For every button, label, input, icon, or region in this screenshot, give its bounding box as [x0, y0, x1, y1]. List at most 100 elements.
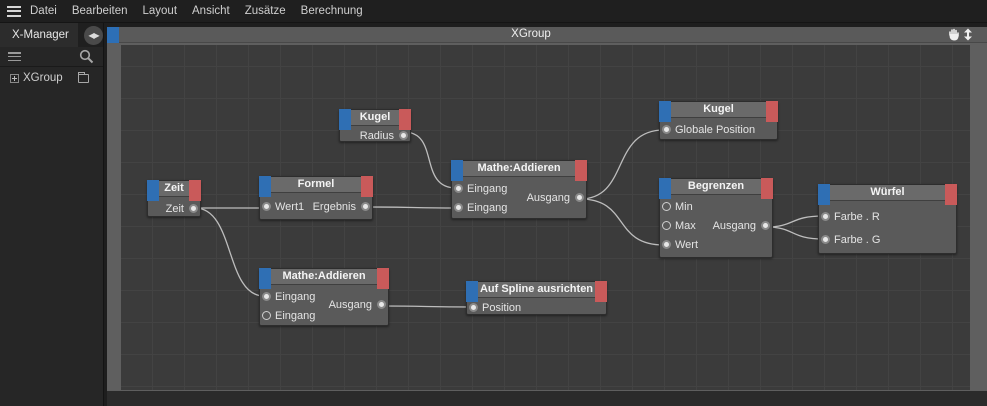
node-mathe-addieren-2[interactable]: Mathe:Addieren Eingang Eingang Ausgang [259, 268, 389, 326]
output-port[interactable] [361, 202, 370, 211]
menu-layout[interactable]: Layout [142, 5, 178, 17]
port-label: Radius [359, 129, 394, 142]
output-port-tab[interactable] [377, 268, 389, 289]
node-header[interactable]: Würfel [818, 184, 957, 205]
input-port[interactable] [821, 212, 830, 221]
output-port[interactable] [189, 204, 198, 213]
node-header[interactable]: Mathe:Addieren [451, 160, 587, 181]
menu-berechnung[interactable]: Berechnung [300, 5, 363, 17]
input-port-tab[interactable] [259, 176, 271, 197]
panel-toolbar [0, 47, 103, 67]
input-port[interactable] [262, 292, 271, 301]
panel-menu-icon[interactable] [8, 52, 21, 61]
output-port[interactable] [761, 221, 770, 230]
output-port-tab[interactable] [399, 109, 411, 130]
x-manager-panel: X-Manager ◀▶ XGroup [0, 23, 104, 406]
menu-datei[interactable]: Datei [30, 5, 57, 17]
input-port-tab[interactable] [818, 184, 830, 205]
port-label: Globale Position [675, 123, 756, 136]
input-port[interactable] [454, 184, 463, 193]
search-icon[interactable] [79, 49, 94, 64]
input-port[interactable] [821, 235, 830, 244]
output-port-tab[interactable] [595, 281, 607, 302]
input-port[interactable] [469, 303, 478, 312]
node-begrenzen[interactable]: Begrenzen Min Max Wert Ausgang [659, 178, 773, 258]
input-port-tab[interactable] [259, 268, 271, 289]
tree-item-xgroup[interactable]: XGroup [0, 69, 103, 87]
port-label: Wert [675, 238, 699, 251]
node-formel[interactable]: Formel Wert1 Ergebnis [259, 176, 373, 220]
node-title: Kugel [703, 103, 734, 115]
tree-item-label: XGroup [23, 72, 63, 84]
node-header[interactable]: Auf Spline ausrichten [466, 281, 607, 302]
node-title: Auf Spline ausrichten [479, 283, 594, 295]
hamburger-menu-icon[interactable] [7, 5, 21, 17]
title-accent [107, 27, 119, 43]
port-label: Zeit [165, 202, 184, 215]
input-port-tab[interactable] [659, 178, 671, 199]
input-port-tab[interactable] [147, 180, 159, 201]
panel-tab-bar: X-Manager ◀▶ [0, 23, 103, 47]
port-label: Ausgang [328, 298, 372, 311]
input-port[interactable] [662, 240, 671, 249]
output-port-tab[interactable] [189, 180, 201, 201]
expand-arrows-icon[interactable]: ◀▶ [84, 26, 103, 45]
output-port-tab[interactable] [945, 184, 957, 205]
input-port[interactable] [262, 311, 271, 320]
node-header[interactable]: Mathe:Addieren [259, 268, 389, 289]
node-header[interactable]: Begrenzen [659, 178, 773, 199]
input-port[interactable] [662, 125, 671, 134]
node-zeit[interactable]: Zeit Zeit [147, 180, 201, 217]
input-port-tab[interactable] [466, 281, 478, 302]
menu-bearbeiten[interactable]: Bearbeiten [71, 5, 128, 17]
input-port-tab[interactable] [659, 101, 671, 122]
port-label: Position [482, 301, 522, 314]
output-port[interactable] [575, 193, 584, 202]
node-title: Mathe:Addieren [477, 162, 561, 174]
port-label: Max [675, 219, 696, 232]
tab-x-manager[interactable]: X-Manager [0, 23, 78, 47]
node-auf-spline-ausrichten[interactable]: Auf Spline ausrichten Position [466, 281, 607, 315]
menu-bar: Datei Bearbeiten Layout Ansicht Zusätze … [0, 0, 987, 23]
node-kugel-radius[interactable]: Kugel Radius [339, 109, 411, 142]
input-port[interactable] [662, 202, 671, 211]
port-label: Eingang [467, 182, 508, 195]
node-header[interactable]: Formel [259, 176, 373, 197]
node-kugel-position[interactable]: Kugel Globale Position [659, 101, 778, 140]
port-label: Eingang [275, 290, 316, 303]
hand-icon[interactable] [948, 28, 960, 41]
input-port-tab[interactable] [451, 160, 463, 181]
folder-icon [77, 71, 89, 83]
input-port[interactable] [662, 221, 671, 230]
output-port-tab[interactable] [766, 101, 778, 122]
editor-title-bar: XGroup [107, 27, 987, 43]
output-port-tab[interactable] [575, 160, 587, 181]
expand-plus-icon[interactable] [10, 73, 19, 83]
port-label: Farbe . G [834, 233, 881, 246]
port-label: Wert1 [275, 200, 305, 213]
node-title: Zeit [164, 182, 184, 194]
node-title: Formel [297, 178, 335, 190]
port-label: Ausgang [712, 219, 756, 232]
editor-title: XGroup [511, 28, 551, 40]
node-mathe-addieren-1[interactable]: Mathe:Addieren Eingang Eingang Ausgang [451, 160, 587, 219]
port-label: Ergebnis [312, 200, 356, 213]
node-header[interactable]: Zeit [147, 180, 201, 201]
port-label: Farbe . R [834, 210, 880, 223]
port-label: Min [675, 200, 693, 213]
node-header[interactable]: Kugel [659, 101, 778, 122]
output-port-tab[interactable] [361, 176, 373, 197]
node-wuerfel[interactable]: Würfel Farbe . R Farbe . G [818, 184, 957, 254]
output-port-tab[interactable] [761, 178, 773, 199]
output-port[interactable] [399, 131, 408, 140]
node-title: Würfel [870, 186, 905, 198]
output-port[interactable] [377, 300, 386, 309]
menu-zusaetze[interactable]: Zusätze [244, 5, 286, 17]
menu-ansicht[interactable]: Ansicht [192, 5, 230, 17]
move-vertical-icon[interactable] [963, 28, 973, 41]
input-port[interactable] [454, 203, 463, 212]
input-port[interactable] [262, 202, 271, 211]
input-port-tab[interactable] [339, 109, 351, 130]
node-title: Kugel [359, 111, 391, 123]
node-header[interactable]: Kugel [339, 109, 411, 130]
